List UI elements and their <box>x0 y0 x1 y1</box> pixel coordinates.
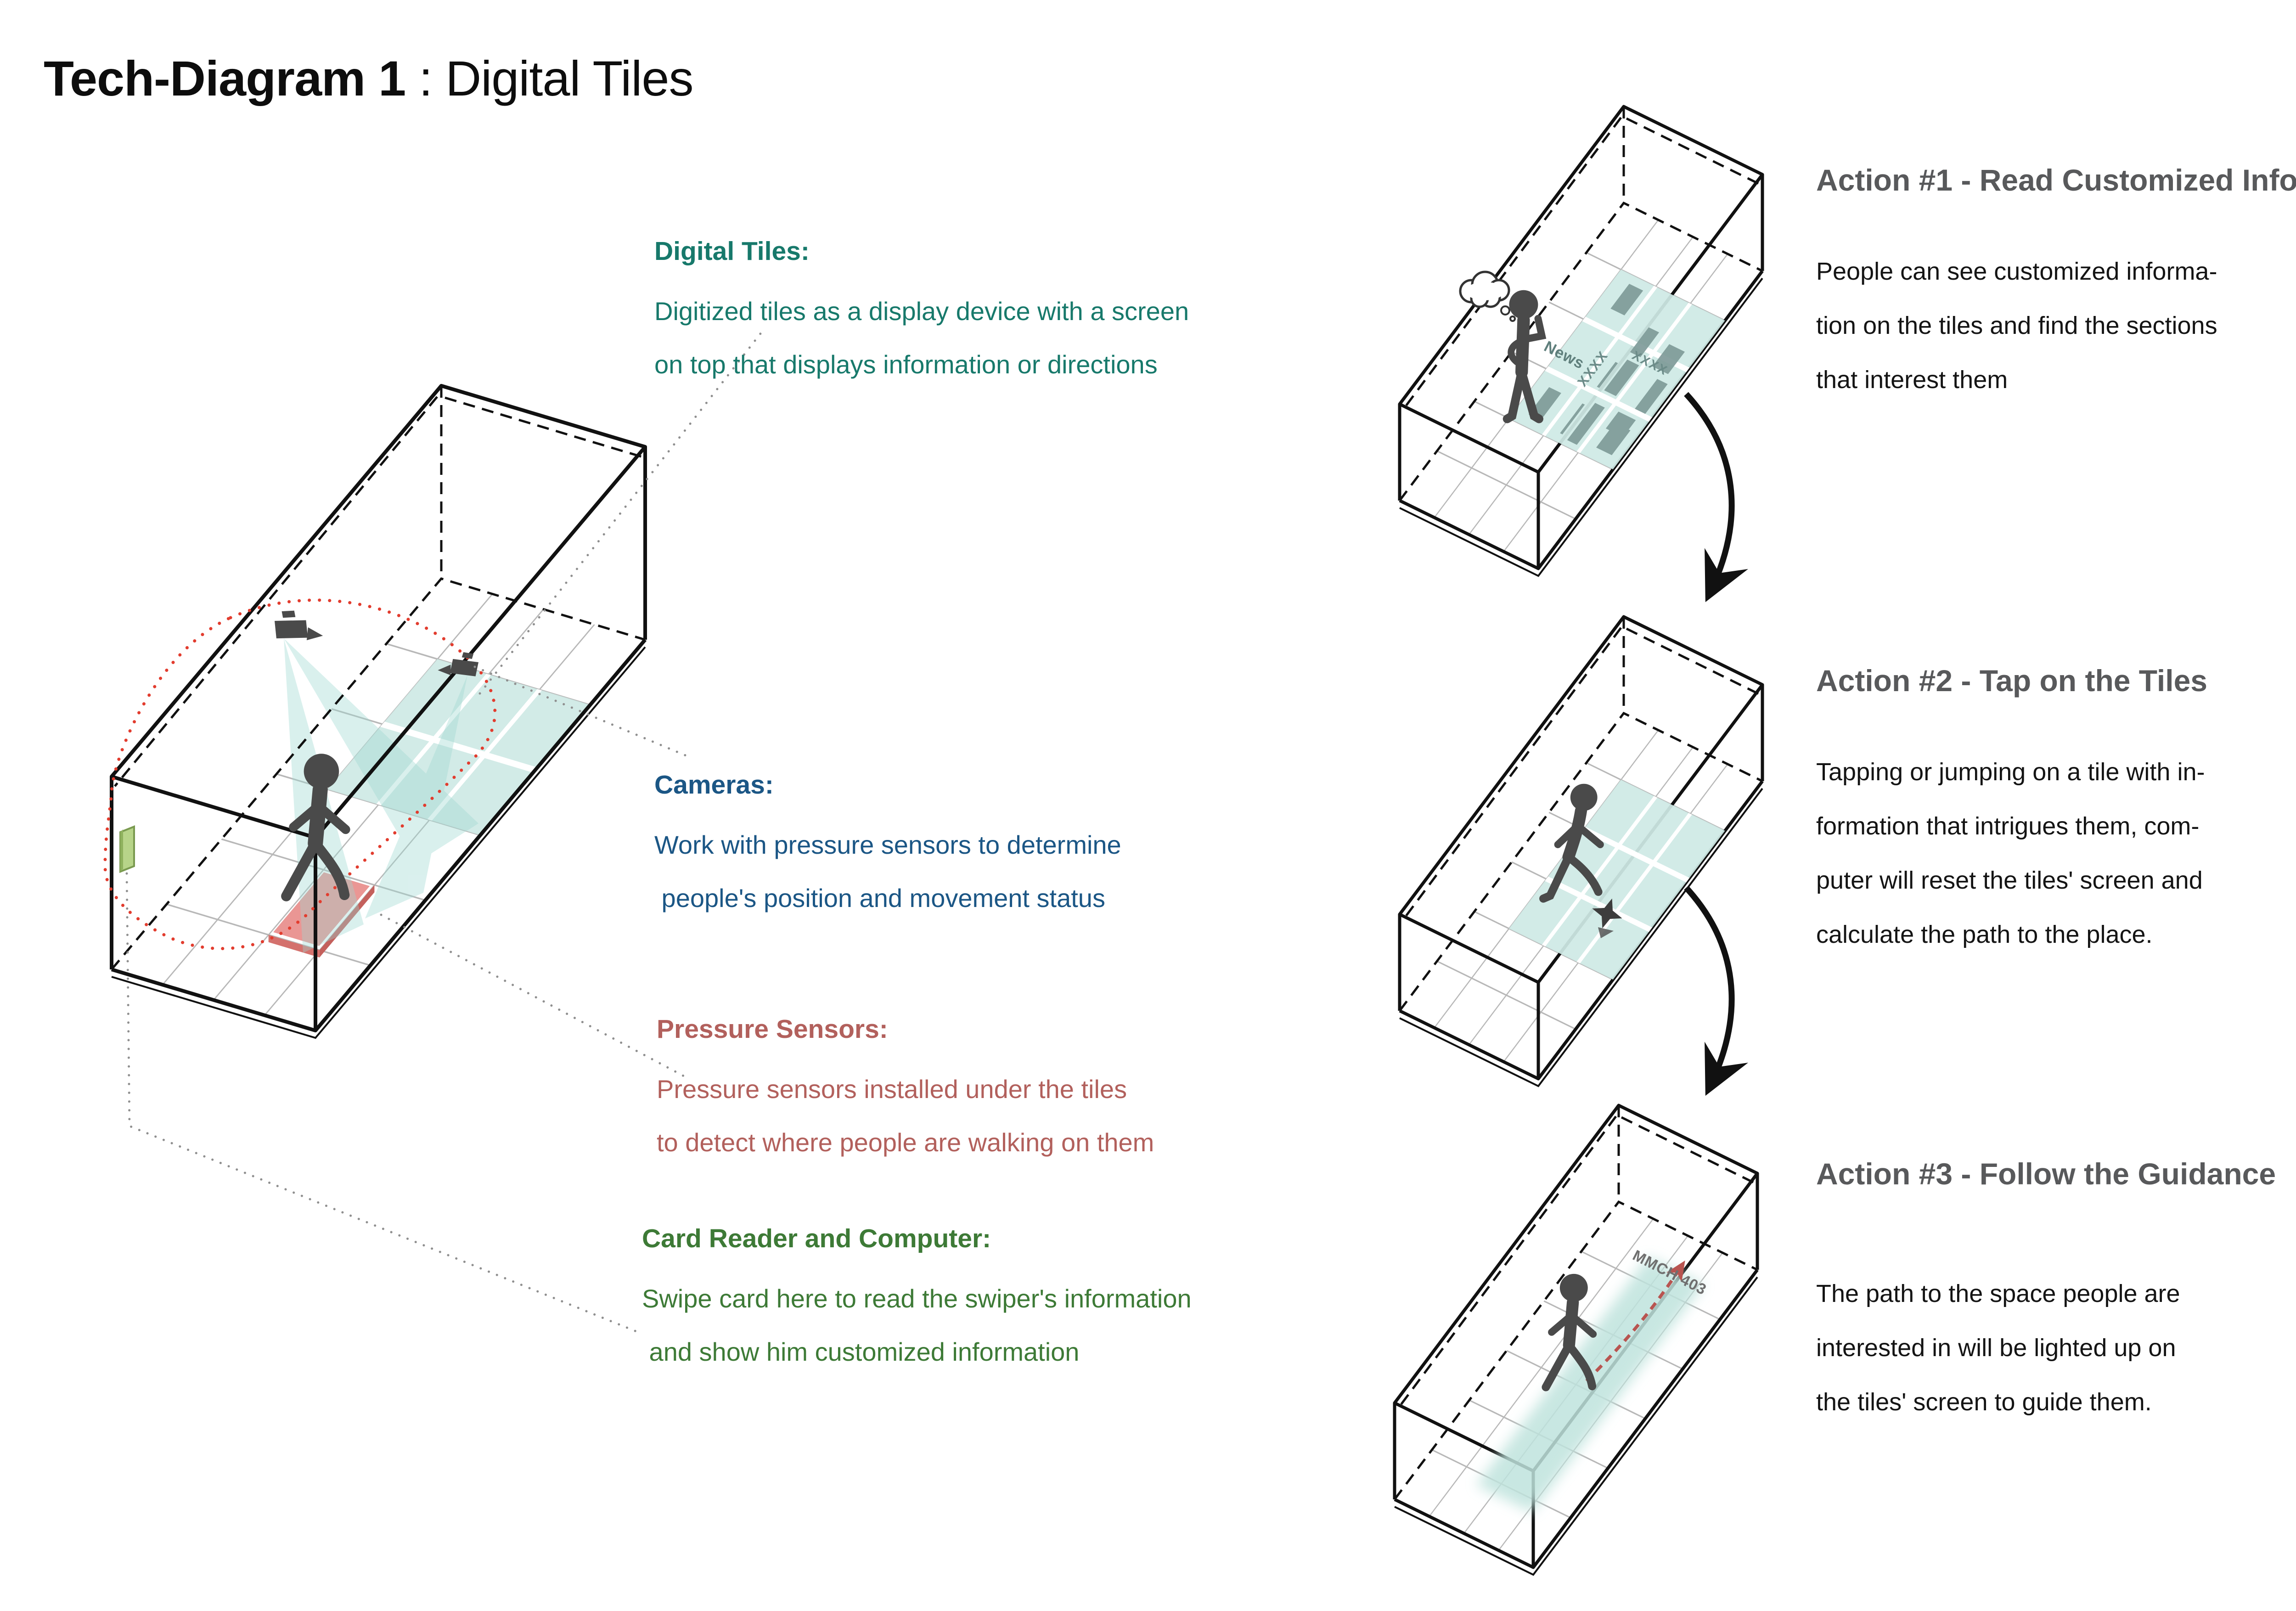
leader-lines <box>125 327 766 1335</box>
callout-line: Work with pressure sensors to determine <box>654 830 1121 859</box>
action-line: tion on the tiles and find the sections <box>1816 312 2217 339</box>
curved-arrow-icon <box>1684 885 1748 1096</box>
action2-room <box>1400 617 1762 1086</box>
callout-line: and show him customized information <box>642 1337 1080 1366</box>
action-line: the tiles' screen to guide them. <box>1816 1388 2152 1416</box>
action-3-block: Action #3 - Follow the Guidance The path… <box>1816 1140 2276 1446</box>
title-rest: : Digital Tiles <box>405 51 693 107</box>
callout-heading: Card Reader and Computer: <box>642 1224 991 1253</box>
callout-line: Swipe card here to read the swiper's inf… <box>642 1284 1192 1313</box>
callout-card-reader: Card Reader and Computer: Swipe card her… <box>642 1207 1192 1379</box>
callout-cameras: Cameras: Work with pressure sensors to d… <box>654 753 1121 925</box>
action-line: People can see customized informa- <box>1816 258 2217 285</box>
guidance-arrow <box>1585 1260 1685 1382</box>
action-line: interested in will be lighted up on <box>1816 1334 2176 1362</box>
action-line: that interest them <box>1816 366 2008 394</box>
action-heading: Action #1 - Read Customized Information <box>1816 163 2296 197</box>
action-line: formation that intrigues them, com- <box>1816 812 2200 840</box>
curved-arrow-icon <box>1684 392 1748 603</box>
left-room <box>103 384 647 1039</box>
digital-tiles-surface <box>327 659 591 835</box>
callout-pressure-sensors: Pressure Sensors: Pressure sensors insta… <box>657 997 1154 1169</box>
action-line: calculate the path to the place. <box>1816 921 2153 948</box>
callout-heading: Pressure Sensors: <box>657 1014 888 1044</box>
callout-digital-tiles: Digital Tiles: Digitized tiles as a disp… <box>654 220 1189 391</box>
action-heading: Action #3 - Follow the Guidance <box>1816 1157 2276 1191</box>
callout-heading: Digital Tiles: <box>654 237 810 266</box>
action-line: Tapping or jumping on a tile with in- <box>1816 758 2205 786</box>
card-reader-icon <box>119 825 135 873</box>
action1-room: News XXXX XXXX <box>1400 107 1762 576</box>
page-title: Tech-Diagram 1 : Digital Tiles <box>44 50 693 107</box>
leader-card-reader <box>125 872 644 1335</box>
title-bold: Tech-Diagram 1 <box>44 51 406 107</box>
callout-line: people's position and movement status <box>654 884 1105 913</box>
callout-line: on top that displays information or dire… <box>654 350 1158 379</box>
callout-line: to detect where people are walking on th… <box>657 1128 1154 1157</box>
camera-icon <box>270 606 327 649</box>
action-1-block: Action #1 - Read Customized Information … <box>1816 146 2296 423</box>
action3-room: MMCH 403 <box>1395 1105 1757 1575</box>
action-line: puter will reset the tiles' screen and <box>1816 867 2203 894</box>
leader-digital-tiles <box>478 327 766 695</box>
callout-line: Pressure sensors installed under the til… <box>657 1075 1127 1104</box>
sequence-arrows <box>1684 392 1748 1096</box>
action-2-block: Action #2 - Tap on the Tiles Tapping or … <box>1816 647 2207 978</box>
action-line: The path to the space people are <box>1816 1280 2180 1307</box>
leader-pressure <box>380 913 691 1081</box>
callout-line: Digitized tiles as a display device with… <box>654 297 1189 326</box>
thought-bubble-icon <box>1459 270 1516 322</box>
action-heading: Action #2 - Tap on the Tiles <box>1816 664 2208 698</box>
callout-heading: Cameras: <box>654 770 774 800</box>
